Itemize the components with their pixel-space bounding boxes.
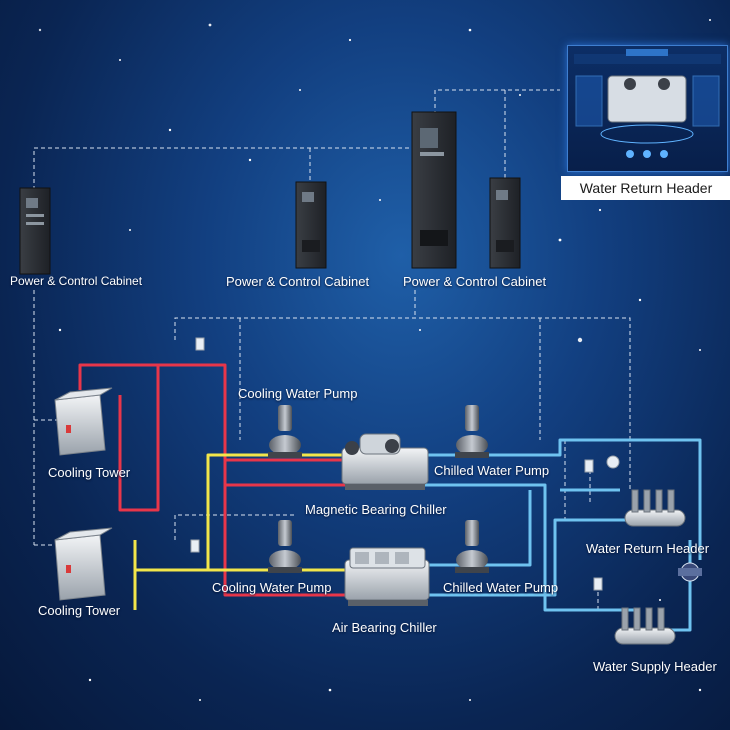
magnetic-chiller-label: Magnetic Bearing Chiller (305, 502, 447, 517)
cooling-tower-label-top: Cooling Tower (48, 465, 131, 480)
return-header-label: Water Return Header (586, 541, 710, 556)
chilled-water-pump-bottom (455, 520, 489, 573)
cabinet-label-right: Power & Control Cabinet (403, 274, 547, 289)
control-wiring (33, 89, 631, 610)
cabinet-left (19, 187, 51, 275)
sensor-icons (190, 337, 620, 591)
cooling-pump-label-bottom: Cooling Water Pump (212, 580, 332, 595)
supply-header-label: Water Supply Header (593, 659, 717, 674)
cabinet-label-left: Power & Control Cabinet (10, 274, 143, 288)
cooling-tower-bottom (54, 527, 113, 601)
cooling-pump-label-top: Cooling Water Pump (238, 386, 358, 401)
cooling-tower-label-bottom: Cooling Tower (38, 603, 121, 618)
chilled-pump-label-top: Chilled Water Pump (434, 463, 550, 478)
cooling-tower-top (54, 387, 113, 456)
cooling-water-pump-top (268, 405, 302, 458)
cabinet-right-small (489, 177, 521, 269)
cooling-water-pump-bottom (268, 520, 302, 573)
air-bearing-chiller (344, 547, 430, 606)
bypass-valve (678, 562, 702, 582)
magnetic-bearing-chiller (341, 433, 429, 490)
chilled-pump-label-bottom: Chilled Water Pump (443, 580, 559, 595)
monitor-caption: Water Return Header (579, 180, 713, 196)
cabinet-right-large (411, 111, 457, 269)
cabinet-middle (295, 181, 327, 269)
monitor-caption-box: Water Return Header (561, 176, 730, 200)
monitor-graphic (574, 49, 721, 158)
chilled-water-pipes (420, 438, 702, 632)
monitoring-screen (567, 45, 728, 172)
water-return-header (624, 489, 686, 527)
cabinet-label-middle: Power & Control Cabinet (226, 274, 370, 289)
air-chiller-label: Air Bearing Chiller (332, 620, 437, 635)
water-supply-header (614, 607, 676, 645)
hot-water-pipes (78, 363, 345, 597)
chilled-water-pump-top (455, 405, 489, 458)
